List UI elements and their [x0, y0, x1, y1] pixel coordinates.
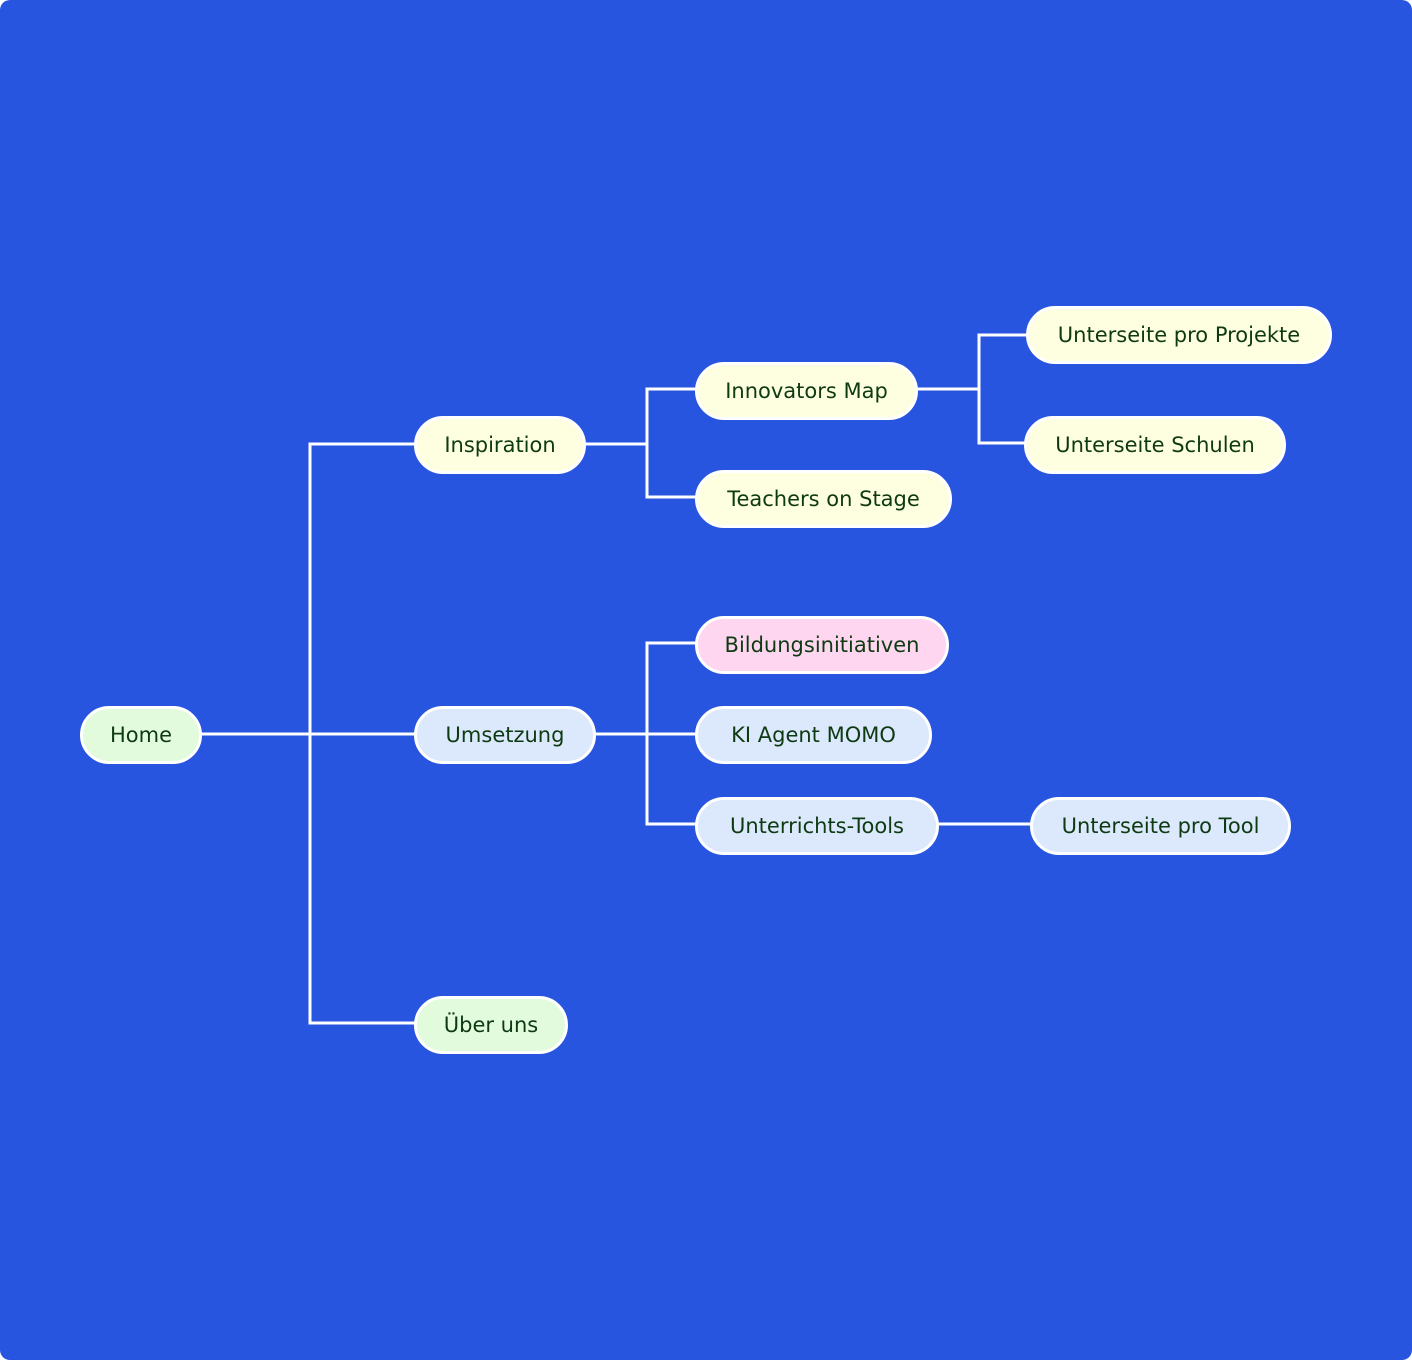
node-label: Unterrichts-Tools [730, 814, 904, 838]
node-label: Inspiration [444, 433, 556, 457]
node-umsetzung[interactable]: Umsetzung [414, 706, 596, 764]
node-label: Über uns [443, 1013, 539, 1037]
node-unterseite-schulen[interactable]: Unterseite Schulen [1024, 416, 1286, 474]
node-label: Teachers on Stage [727, 487, 920, 511]
node-innovators-map[interactable]: Innovators Map [695, 362, 918, 420]
node-label: Umsetzung [445, 723, 565, 747]
node-unterseite-pro-projekte[interactable]: Unterseite pro Projekte [1026, 306, 1332, 364]
node-unterrichts-tools[interactable]: Unterrichts-Tools [695, 797, 939, 855]
node-unterseite-pro-tool[interactable]: Unterseite pro Tool [1030, 797, 1291, 855]
node-label: Innovators Map [725, 379, 888, 403]
node-ki-agent-momo[interactable]: KI Agent MOMO [695, 706, 932, 764]
node-teachers-on-stage[interactable]: Teachers on Stage [695, 470, 952, 528]
node-label: Unterseite pro Tool [1061, 814, 1260, 838]
node-bildungsinitiativen[interactable]: Bildungsinitiativen [695, 616, 949, 674]
node-label: KI Agent MOMO [731, 723, 896, 747]
node-label: Unterseite Schulen [1055, 433, 1255, 457]
node-inspiration[interactable]: Inspiration [414, 416, 586, 474]
node-home[interactable]: Home [80, 706, 202, 764]
node-ueber-uns[interactable]: Über uns [414, 996, 568, 1054]
node-label: Unterseite pro Projekte [1057, 323, 1301, 347]
node-label: Home [109, 723, 172, 747]
node-label: Bildungsinitiativen [724, 633, 920, 657]
